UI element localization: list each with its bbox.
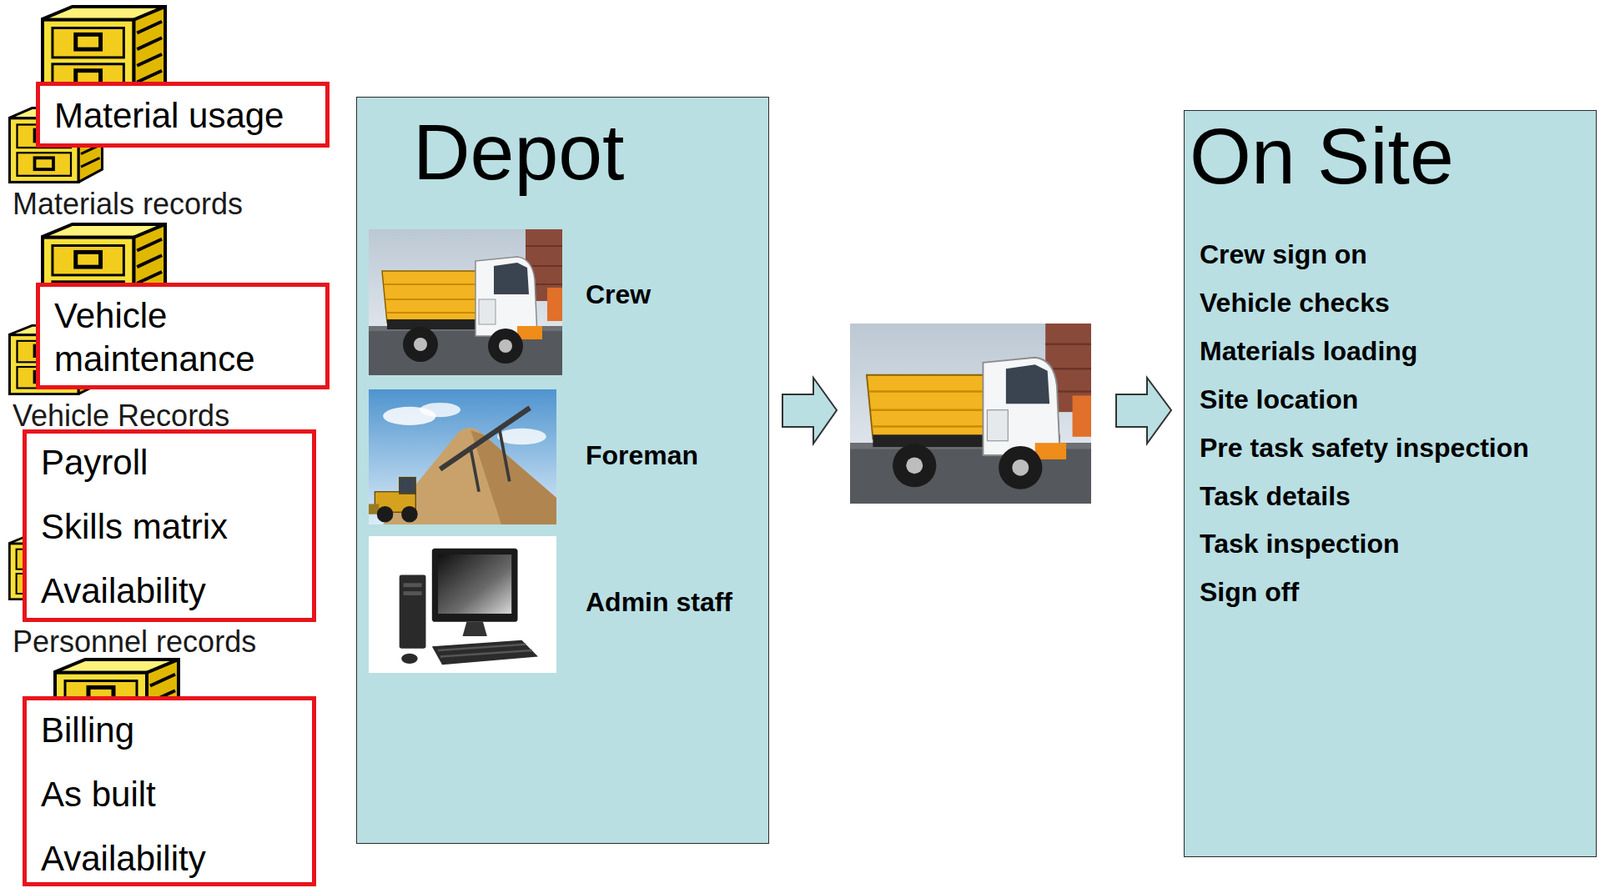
record-item: Skills matrix [40,507,228,548]
record-box: Material usage [35,81,330,148]
step-item: Vehicle checks [1199,287,1390,319]
record-item: Material usage [54,95,284,136]
truck-photo [850,323,1092,504]
record-item: As built [40,774,156,816]
step-item: Pre task safety inspection [1199,432,1530,464]
step-item: Task details [1199,481,1351,513]
record-box: PayrollSkills matrixAvailability [22,429,317,623]
loader-photo [368,389,557,525]
role-label: Admin staff [585,587,733,619]
depot-pictures [368,229,563,674]
record-box: Billing As builtAvailability [22,696,317,887]
record-item: Billing [40,710,135,751]
stage-panel: DepotCrewForemanAdmin staff [356,96,770,845]
panel-title: Depot [412,106,625,198]
block-arrow [1116,377,1172,444]
panel-ground [1183,110,1597,858]
record-item: Payroll [40,442,148,484]
role-label: Crew [585,279,651,311]
step-item: Task inspection [1199,528,1399,560]
step-item: Sign off [1199,577,1299,609]
stage-panel: On SiteCrew sign on Vehicle checksMateria… [1183,110,1597,858]
folder-caption: Materials records [12,186,243,222]
record-item: Availability [40,571,207,612]
step-item: Site location [1199,384,1359,416]
role-label: Foreman [585,440,699,472]
truck-photo [368,229,563,376]
step-item: Crew sign on [1199,239,1368,271]
folder-caption: Vehicle Records [12,398,230,433]
block-arrow [782,377,837,444]
panel-ground [356,96,770,845]
record-item: Availability [40,839,207,880]
folder-caption: Personnel records [12,624,257,660]
step-item: Materials loading [1199,336,1418,368]
record-box: Vehicle maintenance [35,282,330,390]
record-item: Vehicle maintenance [54,294,305,382]
panel-title: On Site [1189,110,1455,202]
computer-photo [368,536,557,674]
